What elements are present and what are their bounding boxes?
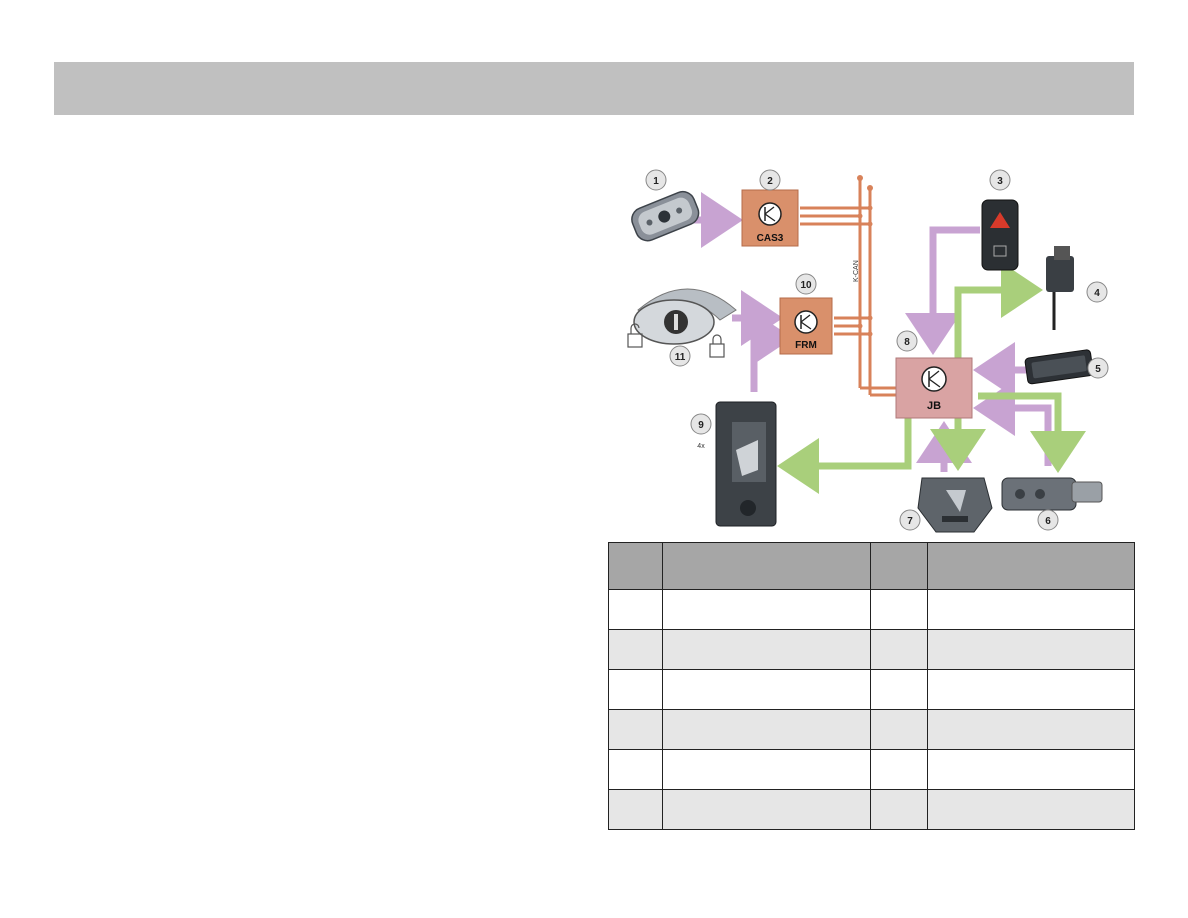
cas3-label: CAS3 [757,233,784,244]
table-cell [927,789,1135,830]
header-bar [54,62,1134,115]
table-cell [608,589,663,630]
jb-module: JB [895,357,973,419]
callout-10: 10 [795,273,817,295]
table-cell [662,629,871,670]
table-cell [927,709,1135,750]
table-row [608,749,1135,790]
table-cell [870,709,928,750]
legend-header-row [608,542,1135,590]
frm-module: FRM [779,297,833,355]
steering-lock-image [627,288,737,358]
table-cell [870,589,928,630]
svg-text:9: 9 [698,420,704,431]
svg-text:8: 8 [904,337,910,348]
legend-header-index-2 [870,542,928,590]
locked-padlock-icon [709,334,725,358]
table-cell [662,709,871,750]
callout-5: 5 [1087,357,1109,379]
table-row [608,709,1135,750]
callouts: 1 2 3 4 5 6 7 8 9 10 11 4x [645,169,1109,531]
frm-label: FRM [795,340,817,351]
table-cell [608,669,663,710]
boot-lid-motor-image [1001,477,1103,511]
svg-text:10: 10 [800,280,812,291]
table-cell [870,629,928,670]
svg-text:2: 2 [767,176,773,187]
svg-text:5: 5 [1095,364,1101,375]
callout-11: 11 [669,345,691,367]
table-cell [927,589,1135,630]
svg-text:7: 7 [907,516,913,527]
table-row [608,629,1135,670]
tailgate-lock-image [917,477,993,533]
table-cell [662,789,871,830]
legend-table [608,542,1135,830]
callout-9: 9 [690,413,712,435]
table-cell [870,789,928,830]
callout-3: 3 [989,169,1011,191]
table-cell [608,709,663,750]
table-cell [927,669,1135,710]
callout-4: 4 [1086,281,1108,303]
table-cell [662,589,871,630]
callout-7: 7 [899,509,921,531]
legend-header-description-2 [927,542,1135,590]
callout-2: 2 [759,169,781,191]
callout-8: 8 [896,330,918,352]
callout-1: 1 [645,169,667,191]
table-cell [870,749,928,790]
table-cell [662,669,871,710]
bus-label: K-CAN [853,260,860,282]
table-cell [927,749,1135,790]
table-cell [870,669,928,710]
table-row [608,789,1135,830]
multiplier-label: 4x [697,443,705,450]
table-cell [608,749,663,790]
tailgate-button-image [1024,349,1094,385]
svg-text:4: 4 [1094,288,1100,299]
svg-text:6: 6 [1045,516,1051,527]
key-fob-image [631,190,700,242]
green-signal-lines [777,262,1086,494]
table-cell [662,749,871,790]
door-lock-image [715,401,777,527]
svg-text:11: 11 [675,352,686,363]
legend-header-index-1 [608,542,663,590]
lock-button-image [981,199,1019,271]
svg-text:1: 1 [653,176,659,187]
svg-text:3: 3 [997,176,1003,187]
unlocked-padlock-icon [627,323,643,348]
table-cell [927,629,1135,670]
jb-label: JB [927,400,941,412]
central-locking-diagram: K-CAN CAS3 FRM [627,169,1109,533]
table-row [608,669,1135,710]
cas3-module: CAS3 [741,189,799,247]
callout-6: 6 [1037,509,1059,531]
table-cell [608,629,663,670]
legend-header-description-1 [662,542,871,590]
table-cell [608,789,663,830]
table-row [608,589,1135,630]
fuel-flap-actuator-image [1046,246,1074,330]
